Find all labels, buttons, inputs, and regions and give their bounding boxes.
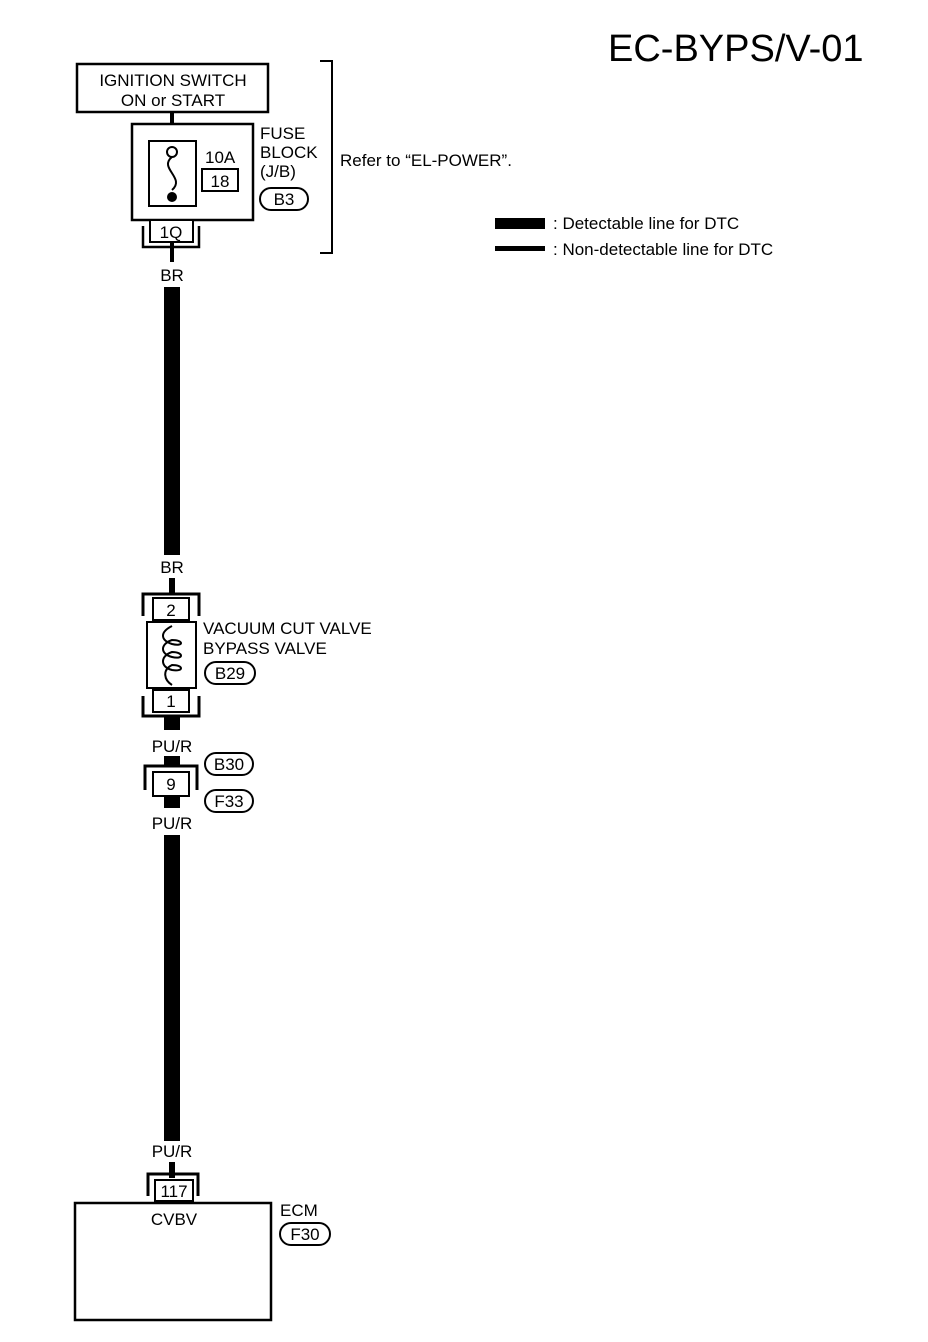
legend-detectable-swatch <box>495 218 545 229</box>
ecm-label: ECM <box>280 1201 318 1220</box>
joint-connector-a: B30 <box>214 755 244 774</box>
fuse-top-terminal <box>166 146 178 158</box>
joint-connector-terminal: 9 <box>166 775 175 794</box>
legend: : Detectable line for DTC : Non-detectab… <box>495 214 773 259</box>
valve-terminal-bottom: 1 <box>166 692 175 711</box>
fuse-block-connector-badge <box>259 187 309 211</box>
wire-color-pur-1: PU/R <box>152 737 193 756</box>
fuse-amperage: 10A <box>205 148 236 167</box>
legend-detectable-label: : Detectable line for DTC <box>553 214 739 233</box>
joint-connector-badge-a <box>204 752 254 776</box>
fuse-block: 10A 18 <box>130 122 255 222</box>
solenoid-coil-icon <box>162 625 182 686</box>
ignition-switch-label-1: IGNITION SWITCH <box>99 71 246 90</box>
wire-color-pur-2: PU/R <box>152 814 193 833</box>
legend-non-detectable-swatch <box>495 246 545 251</box>
joint-connector-9: 9 <box>143 764 199 797</box>
page-title: EC-BYPS/V-01 <box>608 28 864 70</box>
fuse-block-label-3: (J/B) <box>260 162 296 181</box>
ignition-switch: IGNITION SWITCH ON or START <box>75 62 270 114</box>
legend-non-detectable-label: : Non-detectable line for DTC <box>553 240 773 259</box>
fuse-number: 18 <box>211 172 230 191</box>
valve-connector-badge <box>204 661 256 685</box>
vacuum-cut-valve: 2 1 <box>141 592 201 718</box>
joint-connector-badge-b <box>204 789 254 813</box>
ecm-signal: CVBV <box>151 1210 198 1229</box>
wire-pur-short-2 <box>164 756 180 766</box>
fuse-bottom-terminal <box>167 192 177 202</box>
valve-name-2: BYPASS VALVE <box>203 639 327 658</box>
wire-color-pur-3: PU/R <box>152 1142 193 1161</box>
fuse-block-connector: B3 <box>274 190 295 209</box>
wire-pur-short-3 <box>164 796 180 808</box>
ecm-connector-badge <box>279 1222 331 1246</box>
fuse-block-label-1: FUSE <box>260 124 305 143</box>
connector-1q-terminal: 1Q <box>160 223 183 242</box>
ecm-terminal: 117 <box>160 1182 187 1201</box>
wire-pur-detectable <box>164 835 180 1141</box>
valve-name-1: VACUUM CUT VALVE <box>203 619 372 638</box>
fuse-block-label-2: BLOCK <box>260 143 318 162</box>
wire-color-br-top: BR <box>160 266 184 285</box>
refer-note: Refer to “EL-POWER”. <box>340 151 512 170</box>
valve-terminal-top: 2 <box>166 601 175 620</box>
fuse-element-icon <box>166 156 178 191</box>
fuse-block-bracket <box>320 60 333 254</box>
wire-pur-short-1 <box>164 716 180 730</box>
ecm-module: 117 CVBV <box>73 1172 273 1322</box>
ignition-switch-label-2: ON or START <box>121 91 225 110</box>
wire-color-br-bottom: BR <box>160 558 184 577</box>
valve-connector: B29 <box>215 664 245 683</box>
ecm-connector: F30 <box>290 1225 319 1244</box>
wire-br-detectable <box>164 287 180 555</box>
joint-connector-b: F33 <box>214 792 243 811</box>
